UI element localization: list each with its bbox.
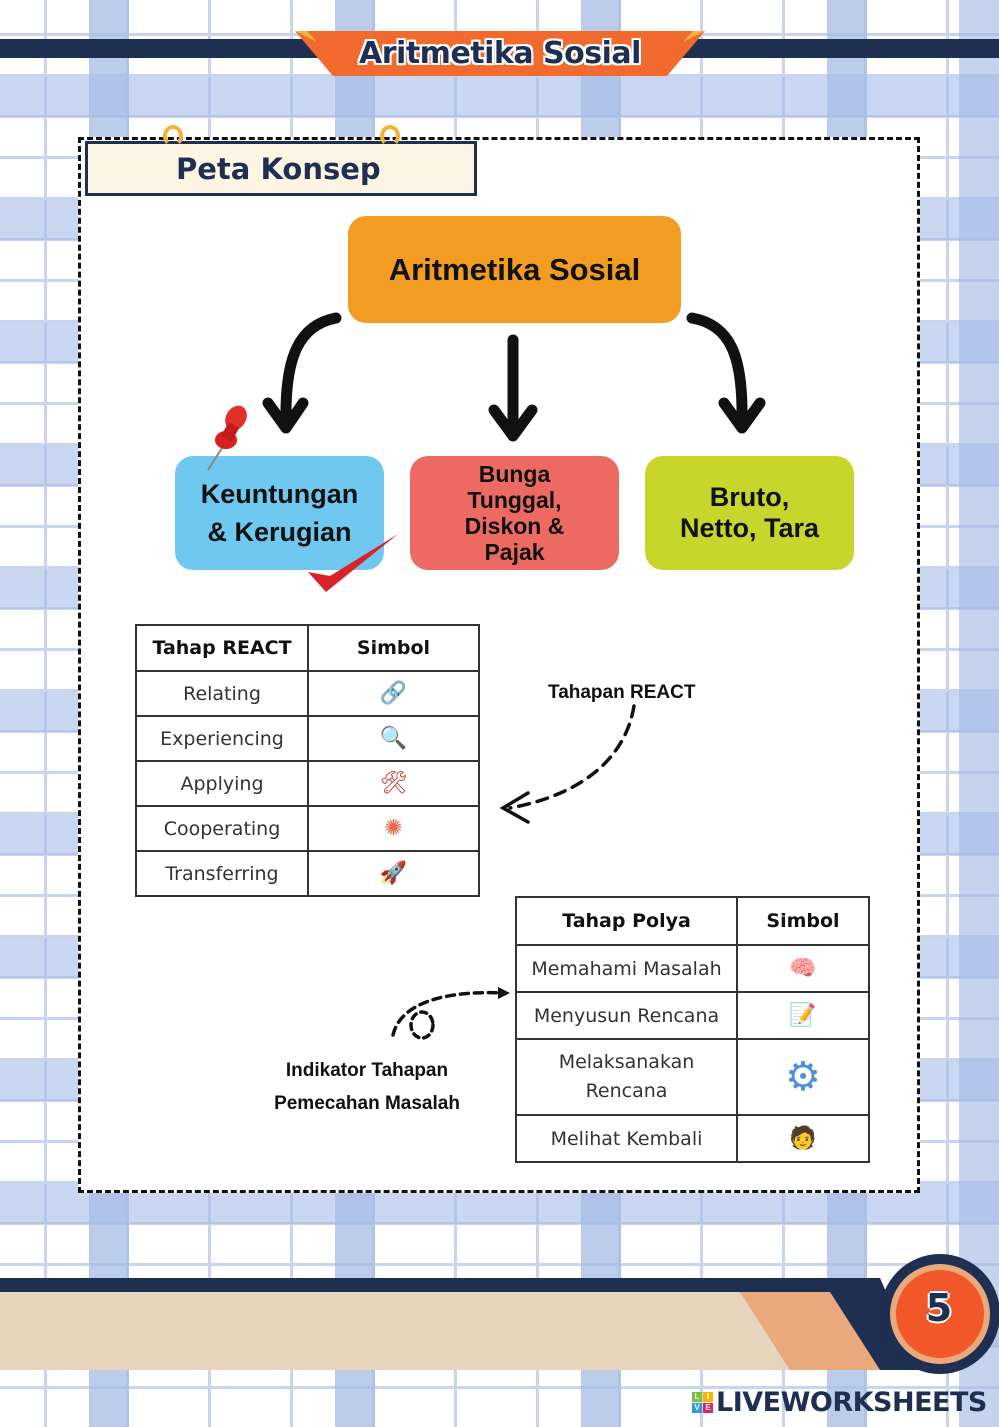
logo-letter: V: [692, 1403, 702, 1413]
table-row: Menyusun Rencana 📝: [515, 991, 870, 1040]
concept-branch-bruto: Bruto, Netto, Tara: [645, 456, 854, 570]
link-icon: 🔗: [379, 680, 408, 706]
react-header-stage: Tahap REACT: [135, 624, 309, 672]
title-banner-shape: [295, 31, 705, 76]
table-row: Relating 🔗: [135, 670, 480, 717]
tools-icon: 🛠: [379, 770, 408, 796]
table-row: Melaksanakan Rencana ⚙: [515, 1038, 870, 1116]
magnifier-icon: 🔍: [379, 725, 408, 751]
logo-letter: L: [692, 1392, 702, 1402]
react-stage: Experiencing: [135, 715, 309, 762]
section-label-box: Peta Konsep: [85, 141, 477, 196]
table-row: Transferring 🚀: [135, 850, 480, 897]
react-stage: Relating: [135, 670, 309, 717]
idea-gear-hand-icon: ⚙: [785, 1054, 821, 1100]
page-number: 5: [925, 1286, 953, 1330]
table-row: Melihat Kembali 🧑: [515, 1114, 870, 1163]
react-note: Tahapan REACT: [548, 682, 696, 703]
concept-branch-bunga: Bunga Tunggal, Diskon & Pajak: [410, 456, 619, 570]
react-table: Tahap REACT Simbol Relating 🔗 Experienci…: [135, 624, 480, 897]
concept-root-label: Aritmetika Sosial: [388, 251, 641, 287]
react-table-header: Tahap REACT Simbol: [135, 624, 480, 672]
table-row: Memahami Masalah 🧠: [515, 944, 870, 993]
brain-idea-icon: 🧠: [789, 955, 817, 981]
cooperation-burst-icon: ✺: [384, 815, 403, 841]
table-row: Experiencing 🔍: [135, 715, 480, 762]
polya-header-symbol: Simbol: [736, 896, 870, 946]
polya-table: Tahap Polya Simbol Memahami Masalah 🧠 Me…: [515, 896, 870, 1163]
polya-header-stage: Tahap Polya: [515, 896, 738, 946]
polya-table-header: Tahap Polya Simbol: [515, 896, 870, 946]
page-number-badge: [880, 1254, 999, 1374]
table-row: Applying 🛠: [135, 760, 480, 807]
polya-stage: Melaksanakan Rencana: [515, 1038, 738, 1116]
polya-stage: Menyusun Rencana: [515, 991, 738, 1040]
logo-letter: E: [703, 1403, 713, 1413]
title-banner: Aritmetika Sosial: [295, 28, 705, 78]
react-stage: Transferring: [135, 850, 309, 897]
logo-letter: I: [703, 1392, 713, 1402]
brand-name: LIVEWORKSHEETS: [716, 1387, 987, 1418]
react-stage: Applying: [135, 760, 309, 807]
concept-branch-label: Keuntungan & Kerugian: [200, 479, 359, 547]
binder-ring-icon: [380, 125, 400, 147]
table-row: Cooperating ✺: [135, 805, 480, 852]
concept-branch-label: Bruto, Netto, Tara: [679, 482, 820, 543]
concept-branch-label: Bunga Tunggal, Diskon & Pajak: [464, 461, 565, 565]
liveworksheets-brand[interactable]: L I V E LIVEWORKSHEETS: [692, 1387, 987, 1418]
polya-note: Indikator Tahapan Pemecahan Masalah: [274, 1060, 460, 1114]
background-stripe: [959, 0, 999, 1427]
react-stage: Cooperating: [135, 805, 309, 852]
polya-stage: Melihat Kembali: [515, 1114, 738, 1163]
section-label: Peta Konsep: [176, 152, 381, 186]
checklist-icon: 📝: [789, 1002, 817, 1028]
liveworksheets-logo-icon: L I V E: [692, 1392, 713, 1413]
react-header-symbol: Simbol: [307, 624, 480, 672]
concept-root: Aritmetika Sosial: [348, 216, 681, 323]
binder-ring-icon: [163, 125, 183, 147]
footer-band: [0, 1278, 920, 1370]
concept-branch-keuntungan: Keuntungan & Kerugian: [175, 456, 384, 570]
rocket-icon: 🚀: [379, 860, 408, 886]
polya-stage: Memahami Masalah: [515, 944, 738, 993]
person-review-icon: 🧑: [789, 1125, 817, 1151]
page-title: Aritmetika Sosial: [359, 36, 641, 71]
